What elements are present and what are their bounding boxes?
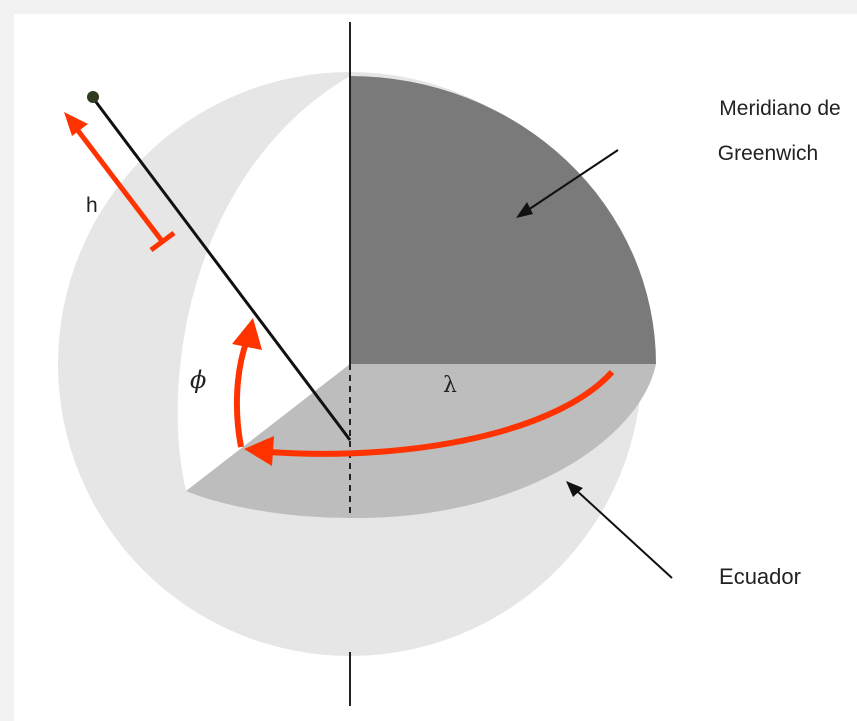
height-label: h [86,194,98,217]
latitude-arc [233,338,250,448]
longitude-label: λ [443,373,457,398]
equator-pointer-head [566,481,583,497]
normal-line [91,97,352,441]
latitude-label: ϕ [190,366,206,394]
cutaway-region [177,76,350,491]
latitude-arrow-head [232,318,262,350]
meridian-pointer-line [527,149,619,211]
longitude-arrow-head [244,436,274,466]
height-arrow-cap [149,230,176,253]
height-arrow-shaft [74,126,164,243]
meridian-pointer-head [516,202,533,218]
meridian-label-line2: Greenwich [718,142,818,165]
equator-label: Ecuador [719,564,801,589]
meridian-label-line1: Meridiano de [719,97,840,120]
height-arrow-head [64,112,88,136]
longitude-arc [267,369,615,457]
equator-pointer-line [575,489,673,579]
greenwich-meridian-quadrant [350,76,656,364]
equatorial-plane [186,364,656,519]
point-marker [87,91,99,103]
